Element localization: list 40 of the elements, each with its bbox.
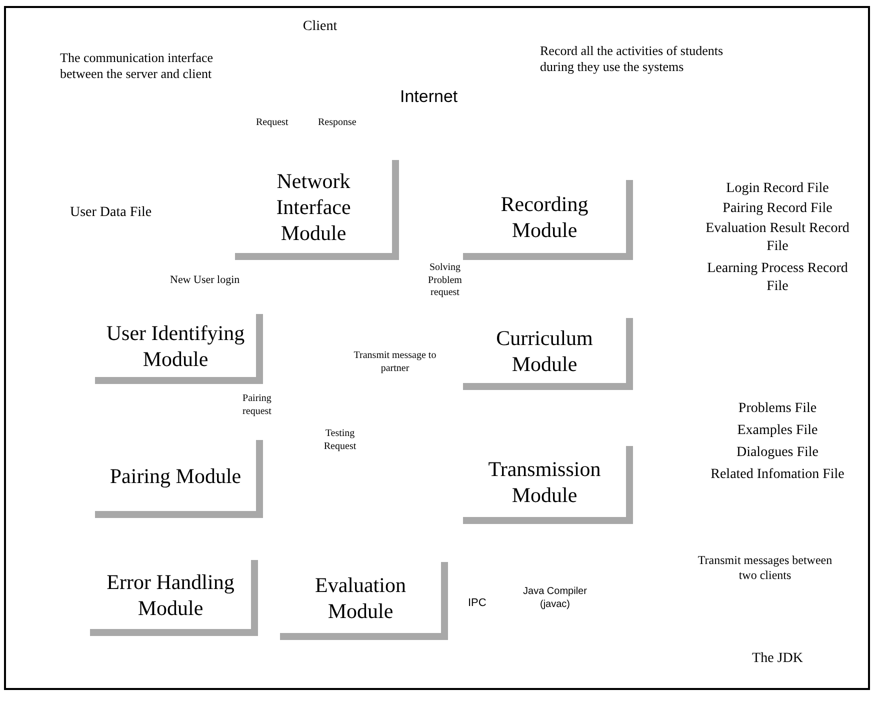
- annotation-text: User Data File: [70, 204, 153, 222]
- annotation-text: Login Record File: [725, 180, 830, 198]
- module-name: Recording Module: [500, 190, 590, 242]
- module-box: [95, 440, 263, 518]
- module-name: Evaluation Module: [314, 572, 407, 624]
- annotation-text: The JDK: [751, 650, 804, 668]
- annotation-text: Java Compiler (javac): [522, 586, 588, 611]
- annotation-text: Learning Process Record File: [706, 260, 849, 295]
- module-name: Pairing Module: [110, 462, 242, 488]
- module-box: [90, 560, 258, 636]
- annotation-text: Related Infomation File: [710, 466, 846, 484]
- annotation-text: Problems File: [737, 400, 818, 418]
- annotation-text: Solving Problem request: [427, 262, 463, 300]
- annotation-text: Internet: [400, 86, 459, 108]
- annotation-text: Examples File: [736, 422, 819, 440]
- annotation-text: Record all the activities of students during they use the systems: [540, 43, 724, 76]
- annotation-text: Testing Request: [322, 428, 358, 453]
- module-box: [463, 446, 633, 524]
- annotation-text: Request: [256, 117, 290, 130]
- module-box: [95, 314, 263, 384]
- annotation-text: New User login: [170, 274, 241, 288]
- annotation-text: IPC: [468, 597, 488, 611]
- annotation-text: Transmit messages between two clients: [696, 553, 834, 583]
- annotation-text: Client: [302, 18, 338, 36]
- annotation-text: Dialogues File: [735, 444, 820, 462]
- annotation-text: Transmit message to partner: [352, 350, 438, 375]
- module-name: Transmission Module: [487, 456, 602, 508]
- module-box: [235, 160, 399, 260]
- annotation-text: Pairing Record File: [722, 200, 834, 218]
- module-box: [463, 180, 633, 260]
- module-name: Network Interface Module: [275, 168, 352, 246]
- annotation-text: Pairing request: [242, 393, 272, 418]
- module-name: User Identifying Module: [105, 320, 246, 372]
- module-box: [280, 562, 448, 640]
- module-name: Error Handling Module: [106, 568, 236, 620]
- annotation-text: Evaluation Result Record File: [704, 220, 850, 255]
- module-name: Curriculum Module: [495, 324, 594, 376]
- annotation-text: The communication interface between the server and client: [60, 50, 214, 82]
- module-box: [463, 318, 633, 390]
- annotation-text: Response: [318, 117, 358, 130]
